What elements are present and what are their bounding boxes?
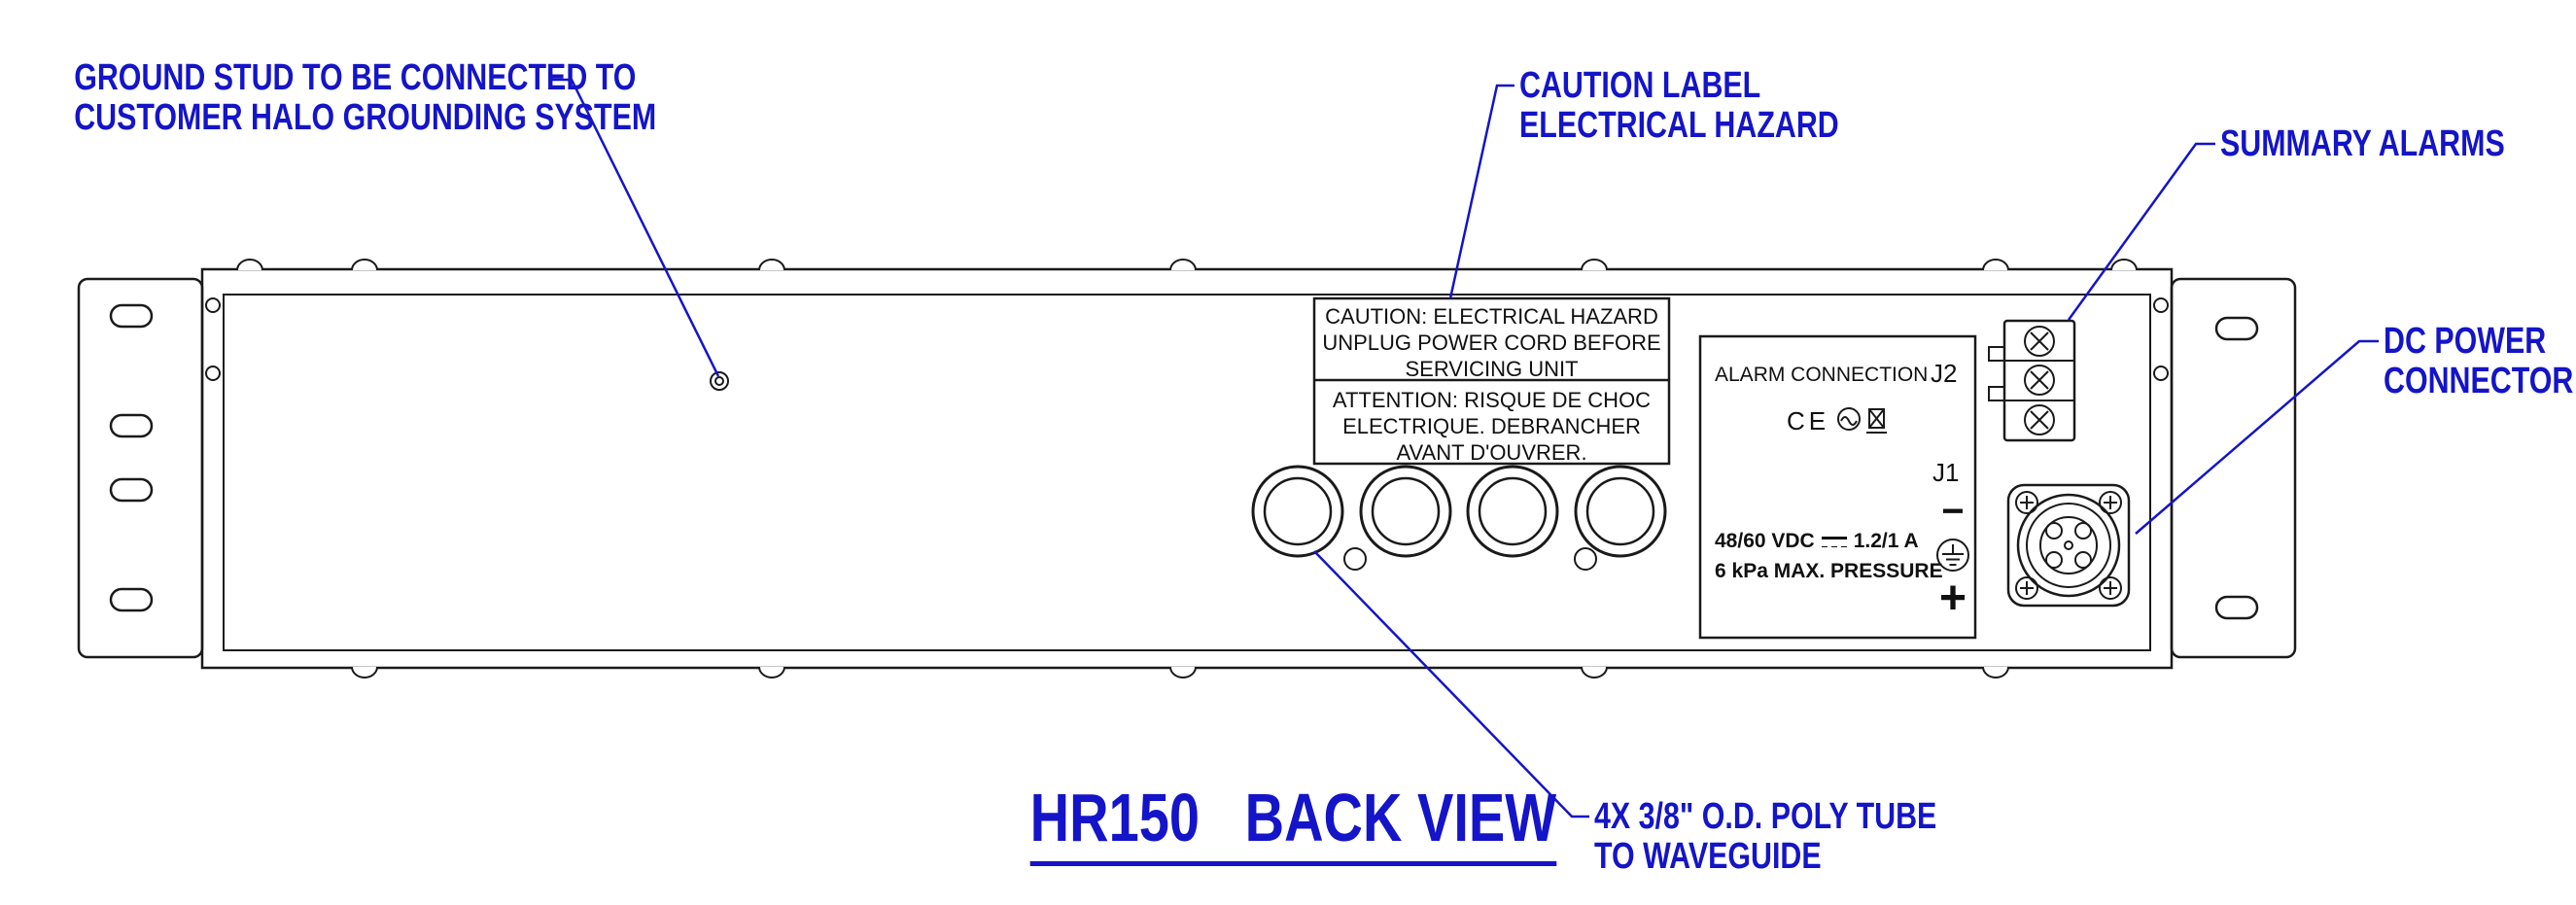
mounting-slot	[109, 413, 154, 438]
terminal-screw	[2024, 365, 2055, 396]
connector-pins	[2045, 522, 2092, 569]
leader-summary-alarms	[2067, 142, 2215, 321]
leader-poly-tube	[1313, 550, 1589, 818]
j1-label: J1	[1932, 458, 1960, 487]
tube-port	[1466, 465, 1559, 558]
callout-caution-line2: ELECTRICAL HAZARD	[1519, 105, 1839, 146]
chassis-screw	[2153, 365, 2169, 381]
panel-screw	[1343, 547, 1367, 571]
chassis-screw	[205, 365, 221, 381]
j2-label: J2	[1931, 359, 1958, 388]
alarm-plate-outline	[1698, 334, 1977, 640]
callout-summary-alarms: SUMMARY ALARMS	[2220, 124, 2505, 164]
tube-port	[1251, 465, 1344, 558]
mounting-slot	[109, 303, 154, 329]
flange-screw	[2015, 576, 2038, 600]
mounting-slot	[2214, 595, 2259, 620]
tube-port	[1359, 465, 1452, 558]
callout-caution-label: CAUTION LABEL ELECTRICAL HAZARD	[1519, 66, 1839, 146]
caution-en-line3: SERVICING UNIT	[1405, 357, 1579, 381]
callout-dc-power-line1: DC POWER	[2384, 321, 2547, 362]
ground-stud	[710, 371, 729, 391]
flange-screw	[2099, 576, 2122, 600]
callout-dc-power: DC POWER CONNECTOR	[2384, 322, 2573, 401]
poly-tube-ports	[1251, 465, 1667, 571]
panel-screw	[1574, 547, 1597, 571]
dc-power-connector	[2006, 483, 2131, 608]
terminal-tab	[1988, 346, 2005, 362]
ce-mark: CE	[1787, 406, 1830, 435]
mounting-slot	[109, 477, 154, 503]
chassis-screw	[2153, 297, 2169, 313]
pressure-rating-line: 6 kPa MAX. PRESSURE	[1715, 560, 1943, 582]
weee-bin-icon	[1866, 408, 1887, 434]
callout-caution-line1: CAUTION LABEL	[1519, 65, 1761, 106]
chassis-screw	[205, 297, 221, 313]
top-screw-bumps	[236, 259, 2138, 271]
rating-amps: 1.2/1 A	[1853, 530, 1919, 552]
terminal-tab	[1988, 386, 2005, 401]
certification-marks	[1837, 407, 1887, 434]
callout-poly-tube: 4X 3/8" O.D. POLY TUBE TO WAVEGUIDE	[1594, 797, 1936, 877]
caution-en-line2: UNPLUG POWER CORD BEFORE	[1322, 331, 1661, 355]
callout-ground-stud-line1: GROUND STUD TO BE CONNECTED TO	[74, 57, 637, 98]
chassis-face	[223, 294, 2151, 651]
dc-current-symbol-icon	[1821, 536, 1847, 547]
callout-poly-tube-line2: TO WAVEGUIDE	[1594, 836, 1822, 877]
tube-port	[1574, 465, 1667, 558]
caution-fr-line3: AVANT D'OUVRER.	[1396, 440, 1587, 465]
caution-plate-french: ATTENTION: RISQUE DE CHOC ELECTRIQUE. DE…	[1314, 387, 1669, 466]
callout-summary-alarms-label: SUMMARY ALARMS	[2220, 123, 2505, 164]
right-rack-ear	[2170, 277, 2297, 659]
power-rating-line: 48/60 VDC 1.2/1 A	[1715, 530, 1919, 553]
alarm-plate-title: ALARM CONNECTION	[1715, 364, 1929, 386]
summary-alarm-terminal-block	[1988, 319, 2076, 442]
callout-poly-tube-line1: 4X 3/8" O.D. POLY TUBE	[1594, 796, 1937, 837]
caution-fr-line2: ELECTRIQUE. DEBRANCHER	[1342, 414, 1641, 438]
left-rack-ear	[77, 277, 204, 659]
leader-ground-stud	[549, 78, 720, 377]
terminal-screw	[2024, 404, 2055, 435]
plus-terminal-label: +	[1938, 573, 1967, 624]
callout-ground-stud-line2: CUSTOMER HALO GROUNDING SYSTEM	[74, 97, 657, 138]
mounting-slot	[109, 587, 154, 612]
flange-screw	[2099, 491, 2122, 514]
drawing-title-block: HR150 BACK VIEW	[964, 783, 1557, 866]
caution-plate	[1312, 296, 1671, 466]
bottom-screw-bumps	[351, 666, 2009, 679]
drawing-title: HR150 BACK VIEW	[1029, 783, 1557, 866]
mounting-slot	[2214, 316, 2259, 341]
callout-ground-stud: GROUND STUD TO BE CONNECTED TO CUSTOMER …	[74, 57, 657, 138]
caution-en-line1: CAUTION: ELECTRICAL HAZARD	[1325, 304, 1658, 329]
leader-dc-power	[2135, 339, 2379, 535]
earth-ground-icon	[1936, 539, 1969, 572]
minus-terminal-label: −	[1941, 490, 1965, 533]
rating-volts: 48/60 VDC	[1715, 530, 1815, 552]
caution-plate-english: CAUTION: ELECTRICAL HAZARD UNPLUG POWER …	[1314, 303, 1669, 382]
chassis	[200, 267, 2174, 670]
terminal-screw	[2024, 326, 2055, 357]
chassis-outline	[200, 267, 2174, 670]
leader-caution-label	[1448, 84, 1514, 299]
certification-circle-icon	[1837, 407, 1861, 431]
caution-fr-line1: ATTENTION: RISQUE DE CHOC	[1332, 388, 1652, 412]
callout-dc-power-line2: CONNECTOR	[2384, 361, 2574, 401]
flange-screw	[2015, 491, 2038, 514]
